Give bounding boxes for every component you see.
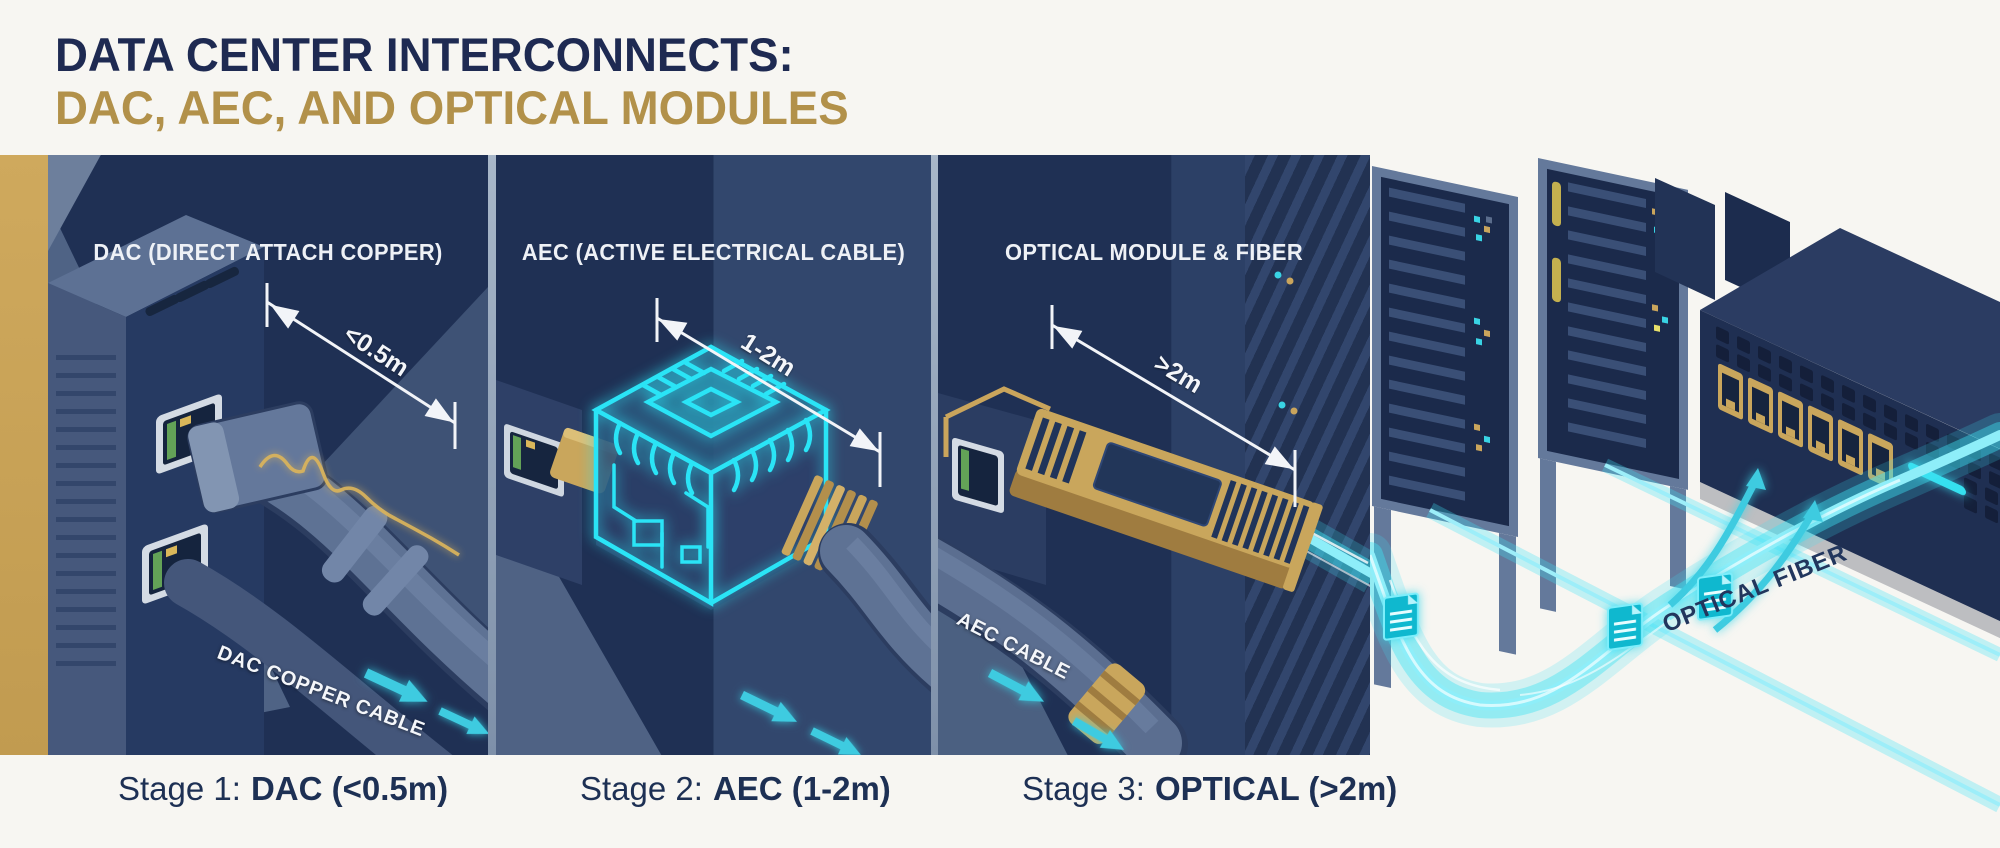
dimension-arrow-icon	[655, 298, 882, 487]
panel-divider	[931, 155, 938, 755]
panel-aec-header: AEC (ACTIVE ELECTRICAL CABLE)	[521, 239, 906, 265]
flow-arrow-icon	[987, 669, 1045, 702]
server-rack-slats	[1244, 155, 1370, 755]
panel-optical-header: OPTICAL MODULE & FIBER	[1004, 239, 1304, 265]
data-packet-icon	[1697, 572, 1733, 621]
data-packet-icon	[1607, 602, 1643, 651]
server-tower-icon	[48, 215, 264, 755]
dimension-arrow-icon	[1050, 305, 1297, 507]
stage-2-value: AEC (1-2m)	[712, 770, 891, 807]
switch-port-icon	[1718, 363, 1893, 489]
rack-handle-icon	[1552, 257, 1561, 303]
panel-aec: AEC (ACTIVE ELECTRICAL CABLE) 1-2m	[496, 155, 931, 755]
illustration-band: DAC (DIRECT ATTACH COPPER) <0.5m DAC COP…	[0, 155, 2000, 755]
network-zone: OPTICAL FIBER	[1370, 150, 2000, 848]
server-rack-icon	[1372, 166, 1518, 689]
flow-arrow-icon	[740, 690, 798, 722]
stage-2-label: Stage 2:AEC (1-2m)	[580, 770, 891, 808]
flow-arrow-icon	[438, 707, 488, 734]
panel-divider	[488, 155, 496, 755]
stage-1-prefix: Stage 1:	[118, 770, 241, 807]
aec-cable-icon	[938, 536, 1188, 755]
flow-arrow-icon	[1667, 468, 1823, 633]
stage-1-value: DAC (<0.5m)	[250, 770, 449, 807]
data-packet-icon	[1383, 592, 1419, 641]
switch-and-racks-illustration	[1370, 158, 2000, 813]
stage-3-prefix: Stage 3:	[1022, 770, 1145, 807]
rack-panel	[1655, 178, 1715, 300]
port-cage-icon	[938, 386, 1051, 585]
stage-3-value: OPTICAL (>2m)	[1154, 770, 1398, 807]
title-line-2: DAC, AEC, AND OPTICAL MODULES	[55, 81, 849, 134]
flow-arrow-icon	[363, 668, 428, 702]
stage-1-label: Stage 1:DAC (<0.5m)	[118, 770, 448, 808]
optical-illustration	[938, 271, 1370, 755]
fiber-beam-icon	[1426, 458, 2000, 813]
aec-illustration	[496, 298, 931, 755]
optical-module-icon	[1009, 408, 1323, 592]
optical-fiber-icon	[1370, 413, 2000, 728]
panel-optical: OPTICAL MODULE & FIBER >2m AEC CABLE	[938, 155, 1370, 755]
panel-dac: DAC (DIRECT ATTACH COPPER) <0.5m DAC COP…	[48, 155, 488, 755]
dac-cable-icon	[164, 401, 488, 755]
network-switch-icon	[1700, 228, 2000, 639]
rack-handle-icon	[1552, 181, 1561, 227]
panel-dac-header: DAC (DIRECT ATTACH COPPER)	[93, 239, 443, 265]
flow-arrow-icon	[1071, 717, 1125, 750]
server-rack-icon	[1538, 158, 1688, 612]
title-line-1: DATA CENTER INTERCONNECTS:	[55, 28, 794, 81]
gold-accent-strip	[0, 155, 48, 755]
stage-2-prefix: Stage 2:	[580, 770, 703, 807]
copper-signal-icon	[258, 453, 460, 557]
flow-arrow-icon	[810, 727, 861, 755]
dac-illustration	[48, 215, 488, 755]
title-block: DATA CENTER INTERCONNECTS: DAC, AEC, AND…	[55, 28, 873, 134]
rack-led-icons	[1474, 215, 1492, 452]
stage-3-label: Stage 3:OPTICAL (>2m)	[1022, 770, 1397, 808]
dimension-arrow-icon	[265, 283, 457, 449]
aec-cable-icon	[818, 523, 931, 693]
